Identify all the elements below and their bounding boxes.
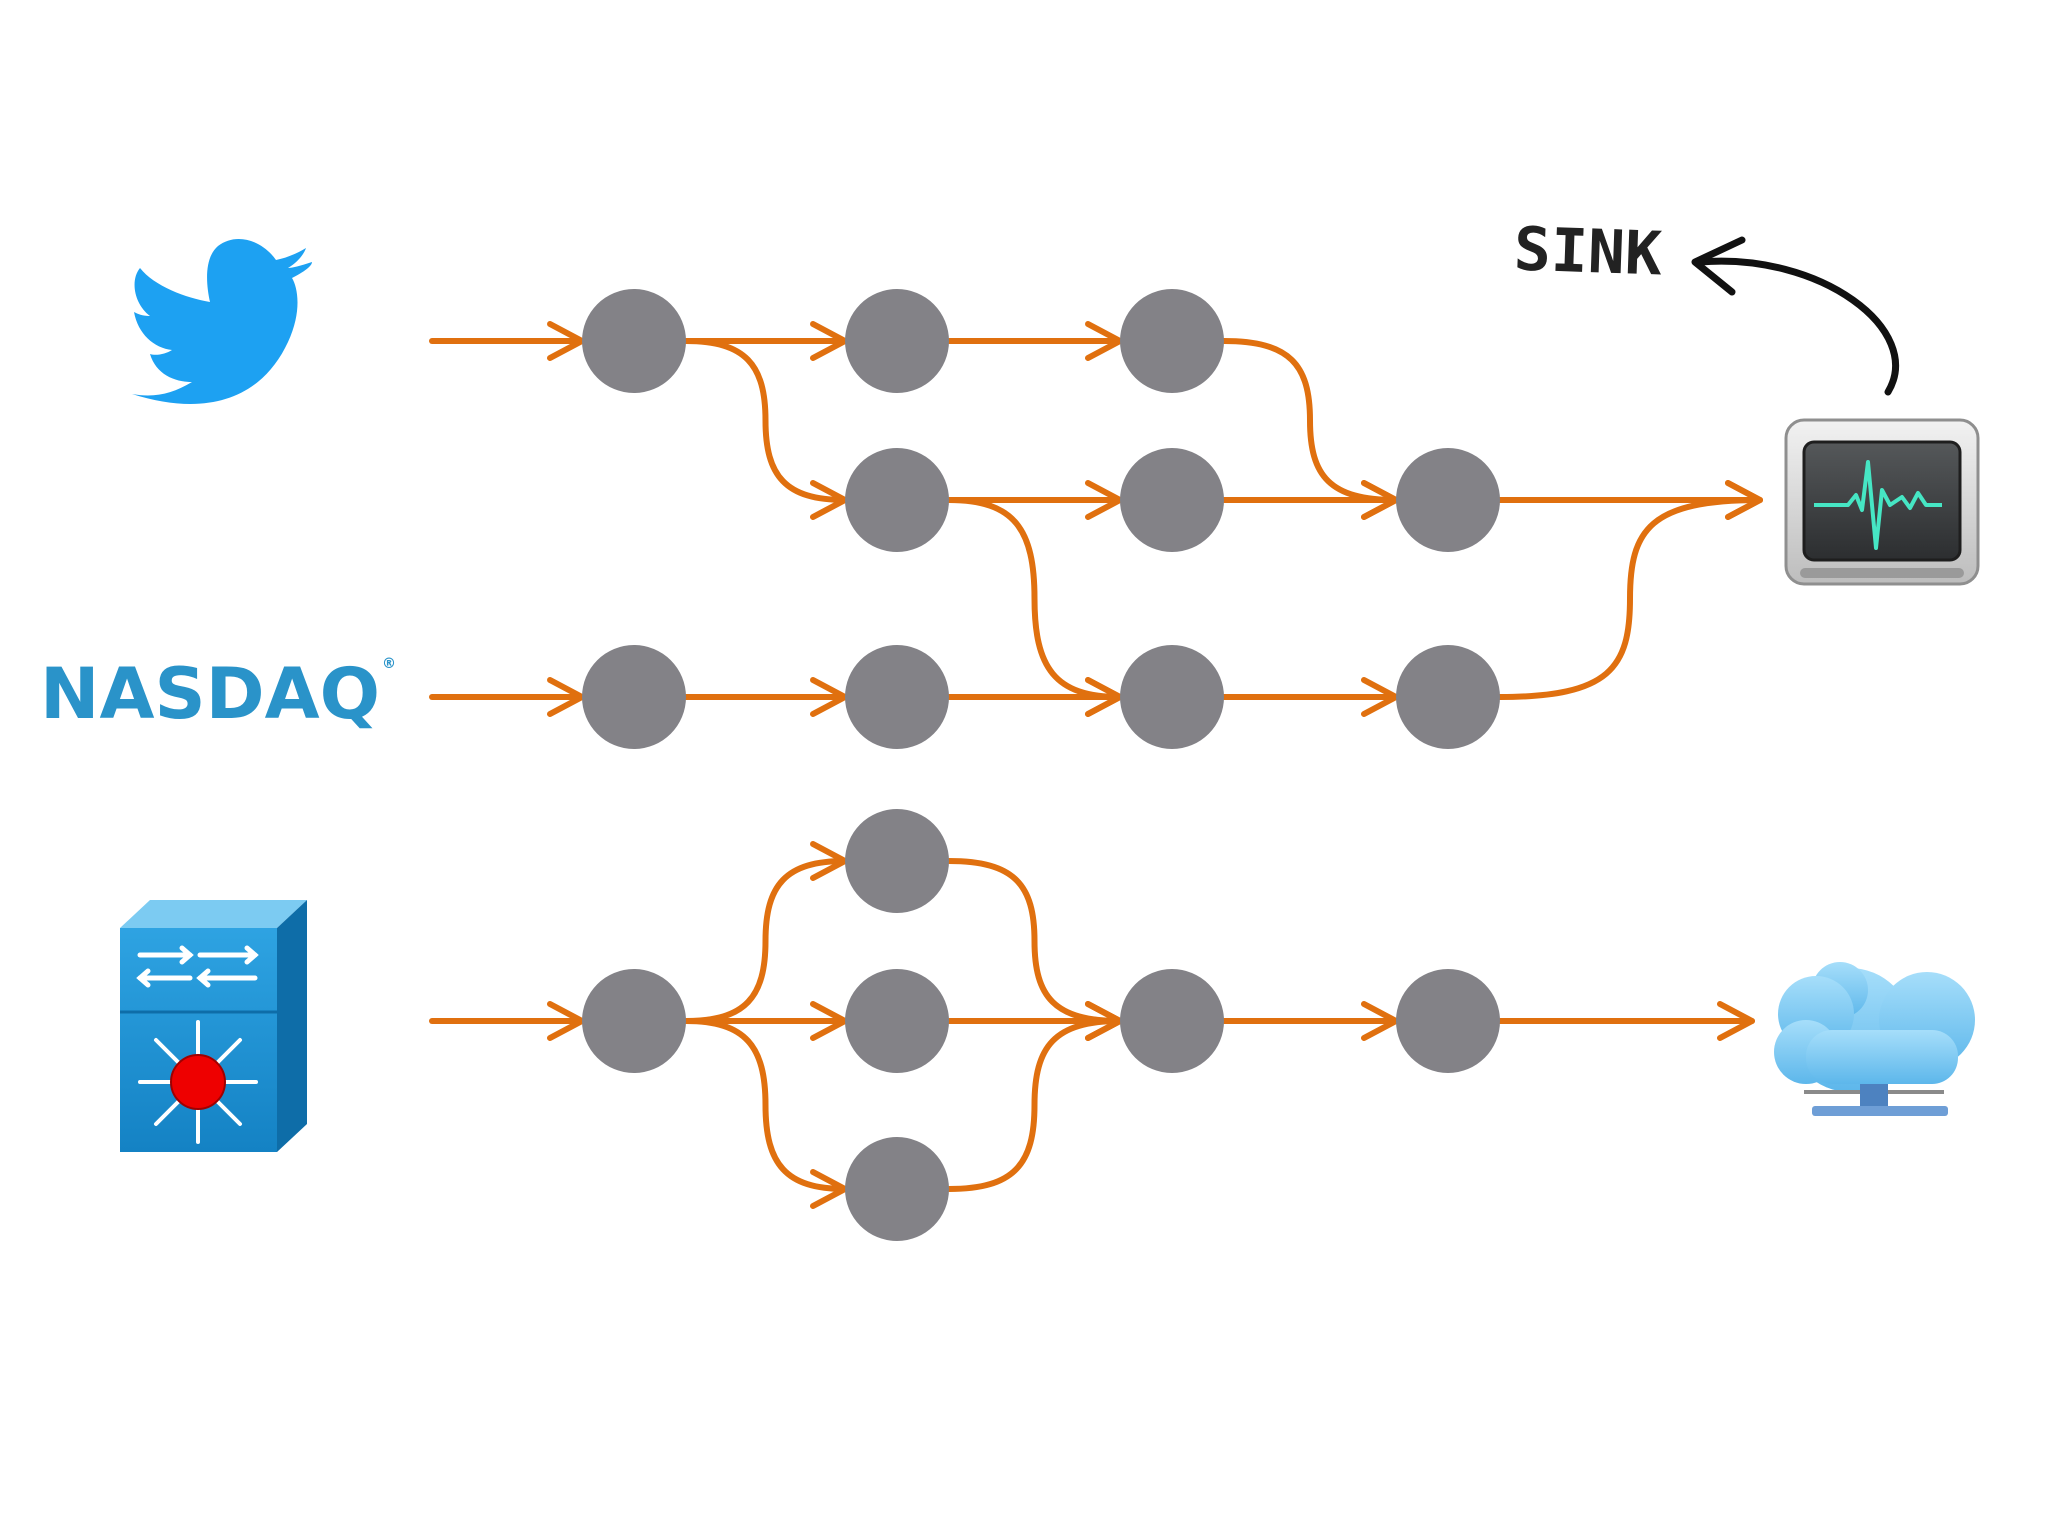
node-f2: [845, 1137, 949, 1241]
edge-twitter-to-a1: [429, 321, 585, 361]
node-b2: [845, 448, 949, 552]
arrowhead: [1725, 480, 1763, 520]
edge-a3-to-b4: [1221, 338, 1399, 520]
node-e1: [582, 969, 686, 1073]
node-c4: [1396, 645, 1500, 749]
edge-b2-to-c3: [946, 497, 1123, 717]
edge-c1-to-c2: [683, 677, 848, 717]
edge-d2-to-e3: [946, 858, 1123, 1041]
edge-e1-to-f2: [683, 1018, 848, 1209]
edge-c4-to-monitor: [1497, 480, 1763, 700]
node-d2: [845, 809, 949, 913]
node-e3: [1120, 969, 1224, 1073]
edge-a1-to-b2: [683, 338, 848, 520]
node-b3: [1120, 448, 1224, 552]
node-a3: [1120, 289, 1224, 393]
node-b4: [1396, 448, 1500, 552]
edge-e1-to-d2: [683, 841, 848, 1024]
nasdaq-logo-text: NASDAQ: [40, 653, 380, 735]
edge-a2-to-a3: [946, 321, 1123, 361]
edge-e4-to-cloud: [1497, 1001, 1755, 1041]
sink-label: SINK: [1513, 214, 1663, 289]
node-e4: [1396, 969, 1500, 1073]
activity-monitor-icon: [1784, 418, 1980, 586]
node-c1: [582, 645, 686, 749]
arrowhead: [1717, 1001, 1755, 1041]
edge-f2-to-e3: [946, 1001, 1123, 1192]
twitter-bird-icon: [132, 238, 312, 404]
nodes-layer: [582, 289, 1500, 1241]
nasdaq-logo: NASDAQ ®: [40, 653, 396, 735]
edge-nasdaq-to-c1: [429, 677, 585, 717]
cloud-server-icon: [1774, 962, 1975, 1116]
node-a1: [582, 289, 686, 393]
registered-mark: ®: [382, 656, 396, 672]
node-e2: [845, 969, 949, 1073]
edges-layer: [429, 321, 1763, 1209]
edge-network_switch-to-e1: [429, 1001, 585, 1041]
network-switch-icon: [120, 900, 307, 1152]
edge-e3-to-e4: [1221, 1001, 1399, 1041]
sink-annotation: SINK: [1513, 214, 1899, 396]
node-a2: [845, 289, 949, 393]
node-c2: [845, 645, 949, 749]
edge-c3-to-c4: [1221, 677, 1399, 717]
node-c3: [1120, 645, 1224, 749]
